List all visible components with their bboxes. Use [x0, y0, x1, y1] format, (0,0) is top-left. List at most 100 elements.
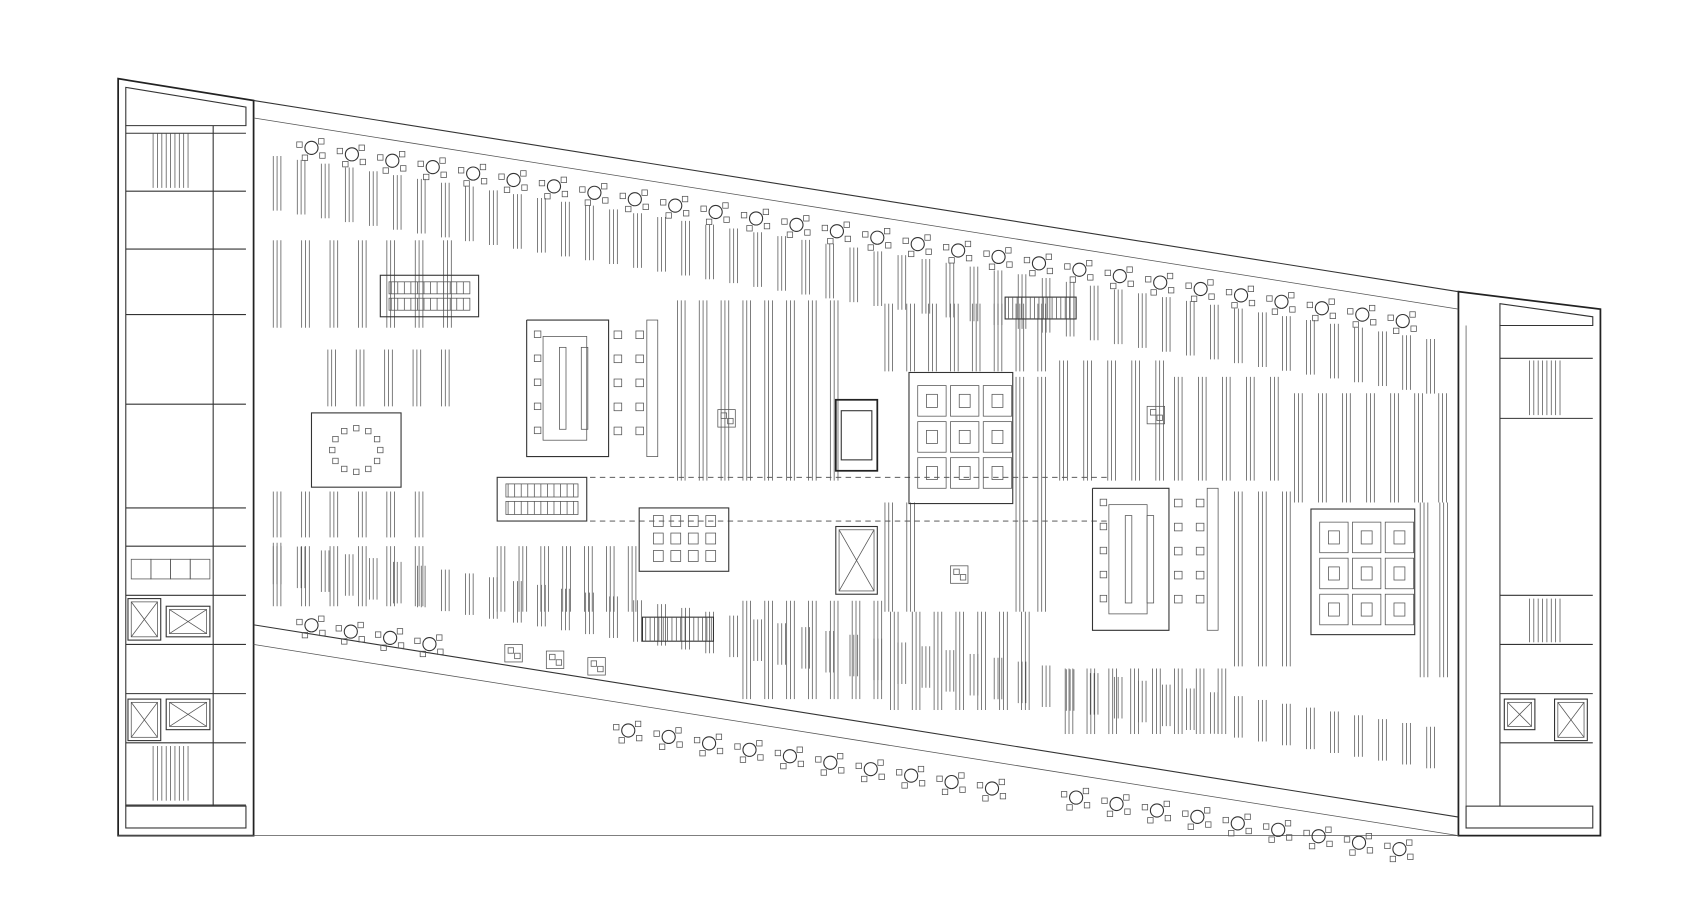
chair [676, 741, 683, 748]
chair [1329, 312, 1336, 319]
chair [1308, 842, 1316, 850]
chair [613, 378, 623, 388]
group-table [1328, 566, 1340, 581]
chair [653, 730, 660, 737]
chair [877, 759, 884, 766]
chair [479, 163, 487, 171]
cluster-frame [717, 409, 736, 428]
chair [1101, 797, 1108, 804]
core-stair [152, 133, 189, 188]
desk [652, 550, 664, 562]
round-table [951, 243, 966, 258]
chair [1127, 280, 1134, 287]
group-table [926, 429, 938, 444]
chair [359, 158, 366, 166]
table-north [1023, 253, 1054, 277]
elevator-x [1507, 702, 1532, 727]
round-table [1112, 269, 1127, 284]
table-north [458, 163, 488, 187]
round-table [701, 736, 717, 751]
table-south [936, 772, 966, 796]
table-north [1104, 266, 1134, 290]
chair [1228, 830, 1235, 837]
chair [1352, 321, 1359, 328]
round-table [823, 755, 838, 770]
table-north [983, 247, 1013, 270]
elevator-x [130, 601, 158, 638]
chair [618, 737, 625, 744]
chair [1288, 292, 1295, 299]
round-table [782, 749, 798, 764]
group-cell [917, 421, 947, 453]
chair [734, 743, 741, 750]
chair [318, 615, 325, 622]
chair [1168, 287, 1175, 294]
chair [1369, 304, 1376, 312]
elevator-x [838, 529, 875, 592]
group-cell [1319, 593, 1349, 626]
chair [1266, 295, 1273, 302]
chair [740, 212, 748, 219]
side-table [646, 319, 659, 457]
chair [1195, 546, 1205, 556]
chair [693, 736, 701, 744]
chair [1046, 267, 1054, 275]
left-core-rooms [125, 125, 246, 807]
table-south [653, 727, 683, 750]
round-table [1149, 803, 1165, 818]
chair [941, 788, 949, 796]
escalator-lane [388, 281, 471, 295]
elevator-right-2 [1554, 698, 1588, 742]
chair [1086, 260, 1093, 267]
desk [670, 515, 682, 527]
group-cell [1352, 557, 1382, 590]
chair [642, 203, 649, 210]
elevator-inner [169, 609, 208, 634]
table-north [902, 234, 932, 258]
chair [1099, 570, 1108, 579]
shelves-center-3 [1015, 376, 1046, 612]
table-south [1060, 787, 1091, 811]
desk [705, 532, 717, 545]
small-seating-cluster [717, 409, 736, 428]
group-table [991, 466, 1004, 480]
chair [1410, 325, 1417, 332]
chair [885, 242, 892, 249]
chair [635, 378, 644, 388]
round-table [1072, 262, 1087, 277]
chair [635, 402, 644, 412]
round-table [304, 140, 319, 156]
round-table [1395, 313, 1410, 329]
chair [635, 330, 644, 340]
shelves-south-band [272, 542, 1435, 769]
round-table [1193, 281, 1208, 297]
chair [365, 428, 372, 435]
chair [1006, 261, 1013, 268]
chair [843, 221, 850, 228]
chair [786, 231, 794, 238]
desk [670, 532, 682, 545]
shelves-west-3 [272, 491, 424, 538]
chair [1164, 814, 1171, 822]
shelves-center-4 [884, 502, 915, 612]
shelves-south-1 [496, 546, 637, 612]
chair [1325, 826, 1332, 833]
chair [1406, 839, 1413, 846]
chair [917, 765, 925, 773]
group-table [926, 466, 938, 480]
table-south [1384, 839, 1414, 863]
chair [498, 173, 505, 180]
chair [414, 637, 421, 644]
table-south [375, 628, 405, 651]
left-core-outline [117, 77, 255, 837]
chair [636, 735, 643, 742]
elevator-inner [1507, 701, 1532, 727]
meeting-room-east [1091, 487, 1219, 631]
round-table [1351, 835, 1367, 850]
chair [1347, 308, 1354, 315]
group-cell [1319, 521, 1349, 554]
table-north [1185, 279, 1215, 302]
group-table [958, 466, 971, 480]
table-south [1263, 820, 1293, 843]
